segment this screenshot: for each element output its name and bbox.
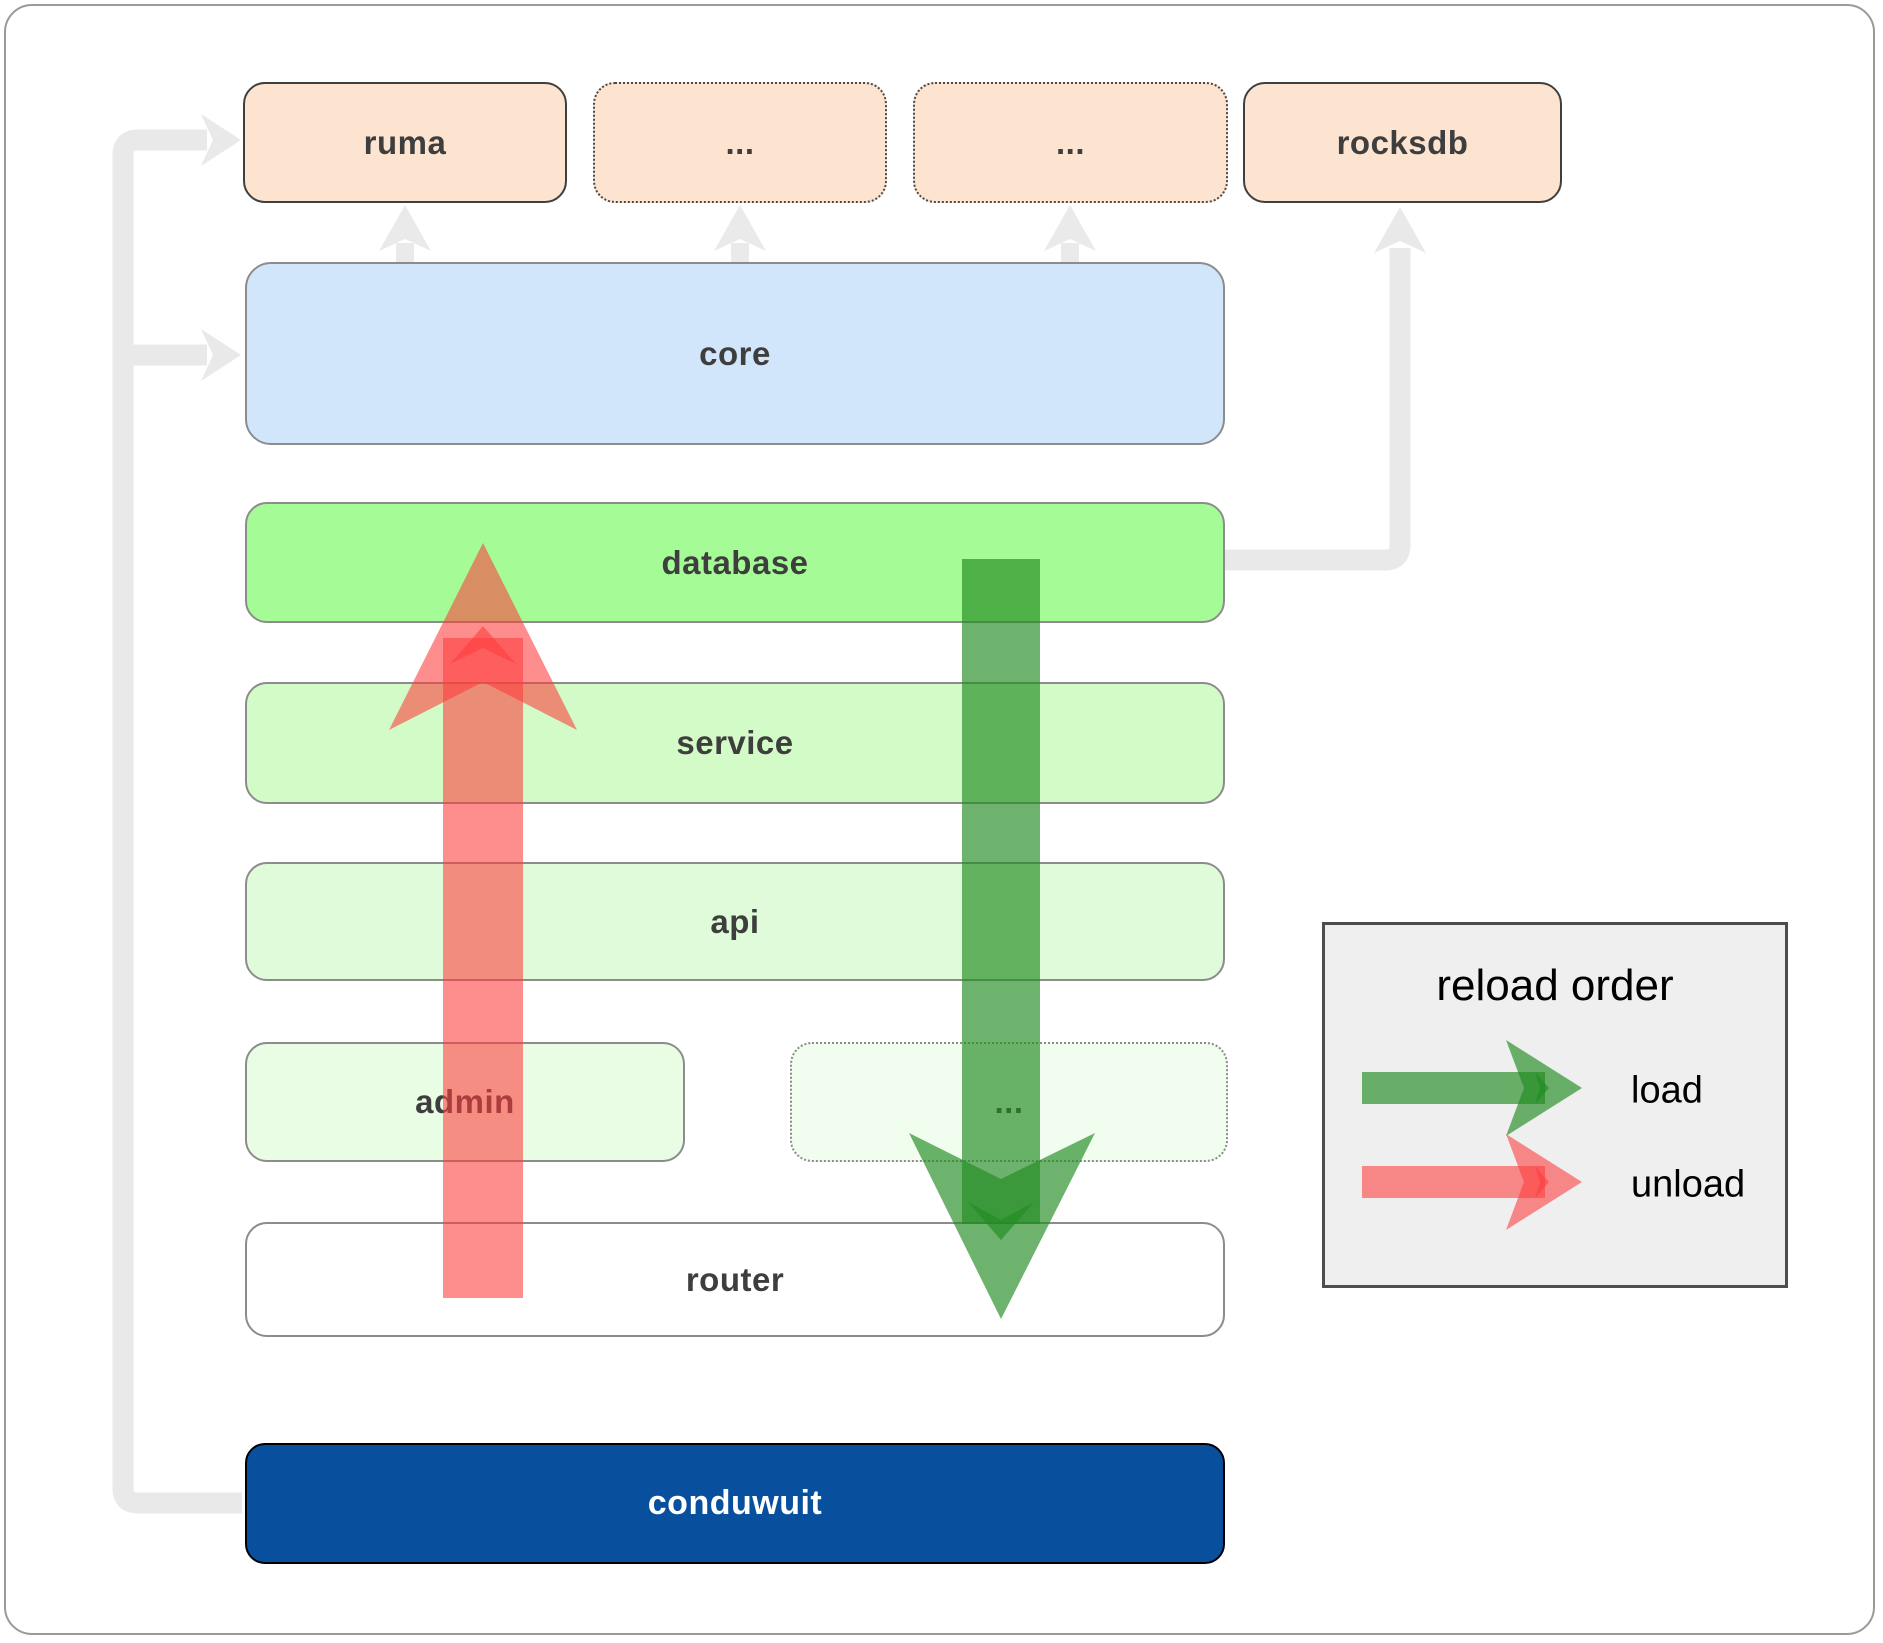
box-admin: admin bbox=[245, 1042, 685, 1162]
box-conduwuit-label: conduwuit bbox=[647, 1484, 823, 1522]
box-database: database bbox=[245, 502, 1225, 623]
arrowhead-to-ruma bbox=[201, 114, 241, 166]
box-service: service bbox=[245, 682, 1225, 804]
database-rocksdb-line bbox=[1225, 248, 1411, 571]
legend-reload-order: reload order load unload bbox=[1322, 922, 1788, 1288]
box-top-ellipsis-2: ... bbox=[913, 82, 1228, 203]
core-to-ellipsis2-arrow bbox=[1044, 205, 1096, 263]
arrowhead-to-rocksdb bbox=[1374, 207, 1426, 253]
box-top-ellipsis-2-label: ... bbox=[1055, 123, 1085, 161]
box-core-label: core bbox=[699, 334, 771, 372]
box-top-ellipsis-1: ... bbox=[593, 82, 887, 203]
box-ruma: ruma bbox=[243, 82, 567, 203]
box-router-label: router bbox=[685, 1260, 785, 1298]
box-database-label: database bbox=[661, 543, 809, 581]
core-to-ruma-arrow bbox=[379, 205, 431, 263]
box-rocksdb-label: rocksdb bbox=[1336, 123, 1469, 161]
legend-unload-label: unload bbox=[1631, 1163, 1746, 1206]
box-rocksdb: rocksdb bbox=[1243, 82, 1562, 203]
box-admin-ellipsis: ... bbox=[790, 1042, 1228, 1162]
box-core: core bbox=[245, 262, 1225, 445]
box-api: api bbox=[245, 862, 1225, 981]
legend-title: reload order bbox=[1436, 961, 1674, 1010]
core-to-ellipsis1-arrow bbox=[714, 205, 766, 263]
box-api-label: api bbox=[710, 902, 760, 940]
box-admin-label: admin bbox=[415, 1083, 515, 1120]
box-ruma-label: ruma bbox=[363, 123, 447, 161]
arrowhead-to-core bbox=[201, 329, 241, 381]
box-top-ellipsis-1-label: ... bbox=[725, 123, 755, 161]
box-router: router bbox=[245, 1222, 1225, 1337]
box-admin-ellipsis-label: ... bbox=[994, 1083, 1024, 1120]
legend-load-label: load bbox=[1631, 1069, 1703, 1112]
box-conduwuit: conduwuit bbox=[245, 1443, 1225, 1564]
box-service-label: service bbox=[676, 724, 794, 761]
conduwuit-trunk-line bbox=[112, 129, 242, 1514]
outer-frame bbox=[4, 4, 1875, 1635]
